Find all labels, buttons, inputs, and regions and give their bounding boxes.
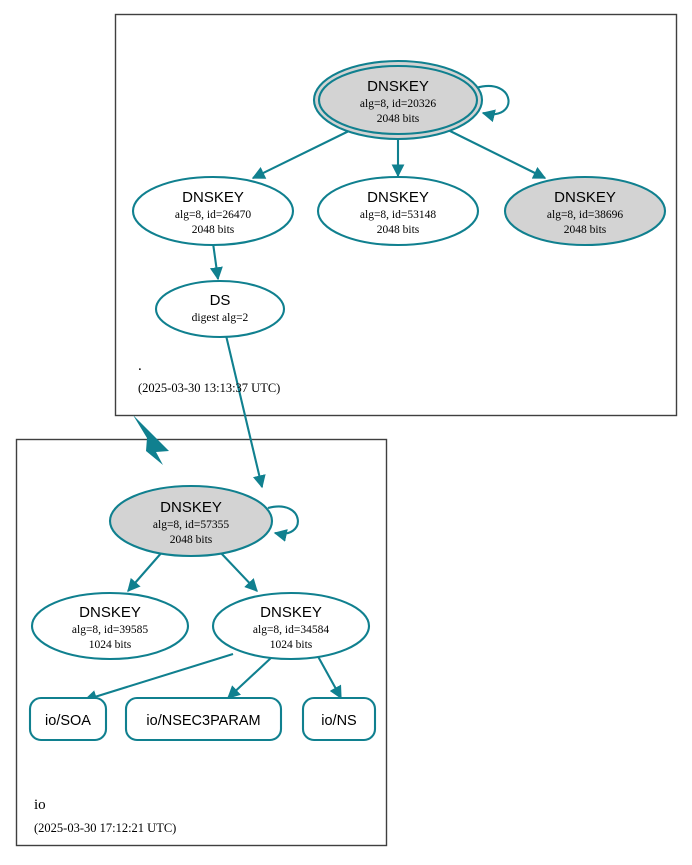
- node-subtitle-bits: 1024 bits: [89, 639, 132, 651]
- edge-io-ksk-to-zsk-34584: [219, 551, 258, 592]
- edge-root-ksk-to-zsk-26470: [251, 127, 356, 179]
- node-subtitle-alg: alg=8, id=20326: [360, 98, 436, 110]
- edge-root-zsk-26470-to-ds: [209, 242, 223, 281]
- edge-ds-to-io-ksk: [222, 326, 266, 489]
- node-title: DNSKEY: [160, 499, 222, 516]
- rrset-box: [301, 696, 377, 742]
- node-root-ksk-20326[interactable]: DNSKEY alg=8, id=20326 2048 bits: [312, 59, 484, 141]
- node-subtitle-alg: alg=8, id=39585: [72, 624, 148, 636]
- node-title: DNSKEY: [182, 189, 244, 206]
- node-subtitle-digest: digest alg=2: [192, 312, 249, 324]
- node-subtitle-alg: alg=8, id=53148: [360, 209, 436, 221]
- node-subtitle-bits: 2048 bits: [377, 224, 420, 236]
- rrset-box: [124, 696, 283, 742]
- node-ellipse: [211, 591, 371, 661]
- node-subtitle-alg: alg=8, id=26470: [175, 209, 251, 221]
- node-title: DNSKEY: [367, 78, 429, 95]
- node-subtitle-alg: alg=8, id=38696: [547, 209, 623, 221]
- node-io-zsk-34584[interactable]: DNSKEY alg=8, id=34584 1024 bits: [211, 591, 371, 661]
- edge-io-ksk-to-zsk-39585: [127, 550, 164, 592]
- node-ellipse: [503, 175, 667, 247]
- zone-delegation-arrow: [133, 415, 169, 465]
- rrset-io-soa[interactable]: io/SOA: [28, 696, 108, 742]
- edge-io-ksk-self-loop: [267, 505, 299, 542]
- node-root-ds[interactable]: DS digest alg=2: [154, 279, 286, 339]
- rrset-label: io/NSEC3PARAM: [146, 713, 260, 729]
- node-title: DNSKEY: [260, 604, 322, 621]
- node-title: DNSKEY: [554, 189, 616, 206]
- edge-io-zsk-to-nsec3param: [227, 656, 273, 699]
- node-ellipse: [30, 591, 190, 661]
- node-ellipse: [316, 175, 480, 247]
- node-ellipse: [108, 484, 274, 558]
- node-subtitle-bits: 2048 bits: [564, 224, 607, 236]
- node-inner-ellipse: [317, 64, 479, 136]
- edge-io-zsk-to-soa: [83, 652, 234, 703]
- zone-label-root-timestamp: (2025-03-30 13:13:37 UTC): [138, 381, 280, 395]
- rrset-io-nsec3param[interactable]: io/NSEC3PARAM: [124, 696, 283, 742]
- node-subtitle-alg: alg=8, id=34584: [253, 624, 329, 636]
- node-subtitle-bits: 2048 bits: [192, 224, 235, 236]
- node-subtitle-alg: alg=8, id=57355: [153, 519, 229, 531]
- rrset-label: io/SOA: [45, 713, 91, 729]
- zone-label-io-name: io: [34, 797, 46, 813]
- node-title: DNSKEY: [79, 604, 141, 621]
- node-root-zsk-38696[interactable]: DNSKEY alg=8, id=38696 2048 bits: [503, 175, 667, 247]
- zone-label-root-name: .: [138, 358, 142, 374]
- node-ellipse: [131, 175, 295, 247]
- node-subtitle-bits: 1024 bits: [270, 639, 313, 651]
- node-subtitle-bits: 2048 bits: [170, 534, 213, 546]
- edge-io-zsk-to-ns: [314, 650, 342, 700]
- node-io-ksk-57355[interactable]: DNSKEY alg=8, id=57355 2048 bits: [108, 484, 274, 558]
- node-ellipse: [154, 279, 286, 339]
- node-title: DNSKEY: [367, 189, 429, 206]
- rrset-box: [28, 696, 108, 742]
- node-root-zsk-53148[interactable]: DNSKEY alg=8, id=53148 2048 bits: [316, 175, 480, 247]
- rrset-io-ns[interactable]: io/NS: [301, 696, 377, 742]
- node-io-zsk-39585[interactable]: DNSKEY alg=8, id=39585 1024 bits: [30, 591, 190, 661]
- rrset-label: io/NS: [321, 713, 356, 729]
- zone-label-io-timestamp: (2025-03-30 17:12:21 UTC): [34, 821, 176, 835]
- node-subtitle-bits: 2048 bits: [377, 113, 420, 125]
- node-title: DS: [210, 292, 231, 309]
- edge-root-ksk-self-loop: [475, 85, 510, 123]
- node-root-zsk-26470[interactable]: DNSKEY alg=8, id=26470 2048 bits: [131, 175, 295, 247]
- edge-root-ksk-to-zsk-38696: [443, 127, 547, 179]
